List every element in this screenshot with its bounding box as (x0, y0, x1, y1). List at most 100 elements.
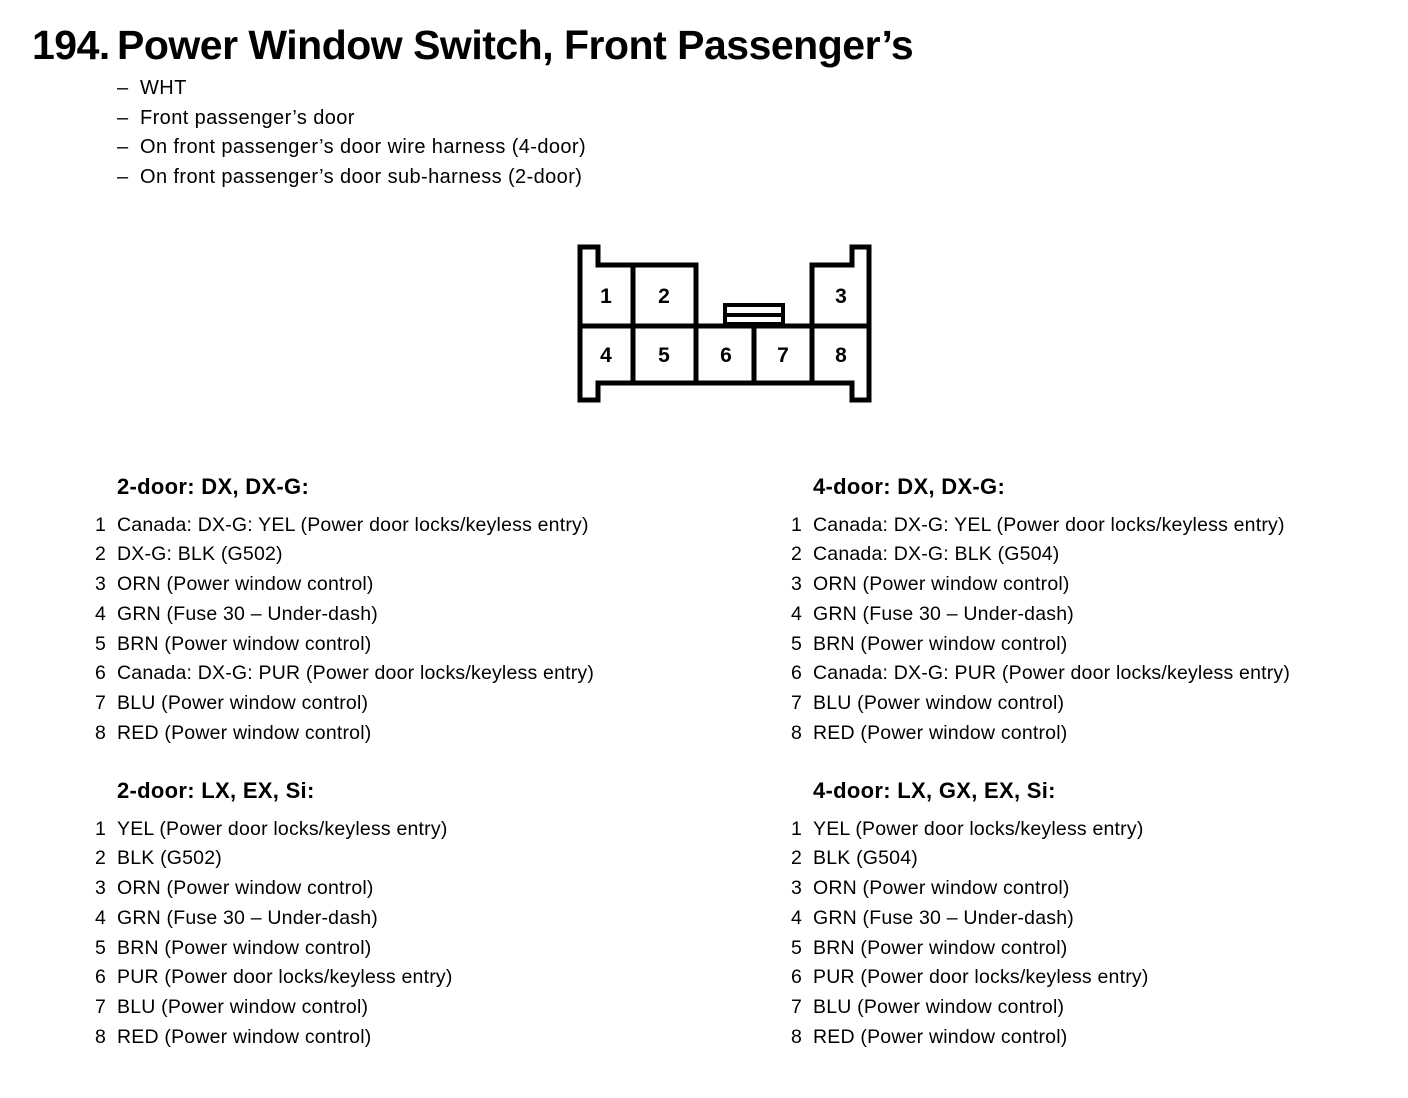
pin-number: 1 (790, 817, 802, 840)
bullet-dash: – (117, 136, 129, 158)
note-line: –On front passenger’s door wire harness … (117, 133, 586, 163)
pin-cell-label: 1 (600, 285, 612, 308)
pin-number: 5 (94, 632, 106, 655)
section-heading: 4-door: DX, DX-G: (813, 474, 1006, 499)
pin-description: DX-G: BLK (G502) (117, 543, 283, 566)
pin-number: 3 (790, 877, 802, 900)
pin-number: 2 (790, 847, 802, 870)
section-heading: 2-door: LX, EX, Si: (117, 778, 315, 803)
pin-cell-label: 7 (777, 344, 789, 367)
pin-row: 7 BLU (Power window control) (90, 993, 720, 1023)
bullet-dash: – (117, 77, 129, 99)
pin-number: 7 (94, 996, 106, 1019)
pin-description: RED (Power window control) (117, 1026, 372, 1049)
pin-row: 6 Canada: DX-G: PUR (Power door locks/key… (786, 659, 1408, 689)
pin-row: 3 ORN (Power window control) (90, 874, 720, 904)
pin-row: 6 Canada: DX-G: PUR (Power door locks/key… (90, 659, 720, 689)
note-text: WHT (140, 77, 187, 99)
pin-list: 1 Canada: DX-G: YEL (Power door locks/key… (786, 511, 1408, 749)
section-heading: 2-door: DX, DX-G: (117, 474, 310, 499)
pin-cell-label: 5 (658, 344, 670, 367)
figure-number: 194. (32, 22, 110, 68)
pin-number: 7 (790, 996, 802, 1019)
pin-description: BRN (Power window control) (813, 632, 1068, 655)
pin-description: BLU (Power window control) (117, 996, 369, 1019)
section-4door-lx: 4-door: LX, GX, EX, Si: 1 YEL (Power door… (786, 778, 1408, 1053)
bullet-dash: – (117, 165, 129, 188)
pin-description: GRN (Fuse 30 – Under-dash) (117, 906, 378, 929)
pin-number: 6 (790, 966, 802, 989)
pin-row: 1 YEL (Power door locks/keyless entry) (90, 815, 720, 845)
pin-row: 5 BRN (Power window control) (786, 934, 1408, 964)
note-line: –Front passenger’s door (117, 104, 586, 134)
pin-number: 8 (790, 722, 802, 745)
pin-number: 8 (94, 1026, 106, 1049)
pin-number: 3 (94, 573, 106, 596)
pin-number: 3 (94, 877, 106, 900)
pin-number: 1 (94, 513, 106, 536)
pin-row: 7 BLU (Power window control) (90, 689, 720, 719)
pin-description: BLU (Power window control) (117, 692, 369, 715)
pin-number: 1 (94, 817, 106, 840)
pin-description: ORN (Power window control) (813, 877, 1070, 900)
pin-description: PUR (Power door locks/keyless entry) (813, 966, 1149, 989)
pin-description: Canada: DX-G: YEL (Power door locks/keyl… (813, 513, 1285, 536)
pin-description: YEL (Power door locks/keyless entry) (117, 817, 448, 840)
pin-row: 2 BLK (G504) (786, 844, 1408, 874)
pin-cell-label: 8 (835, 344, 847, 367)
section-heading: 4-door: LX, GX, EX, Si: (813, 778, 1056, 803)
pin-cell-label: 4 (600, 344, 612, 367)
pin-description: YEL (Power door locks/keyless entry) (813, 817, 1144, 840)
pin-row: 1 YEL (Power door locks/keyless entry) (786, 815, 1408, 845)
pin-row: 4 GRN (Fuse 30 – Under-dash) (90, 904, 720, 934)
pin-number: 7 (94, 692, 106, 715)
pin-description: Canada: DX-G: BLK (G504) (813, 543, 1060, 566)
pin-row: 7 BLU (Power window control) (786, 993, 1408, 1023)
section-2door-lx: 2-door: LX, EX, Si: 1 YEL (Power door loc… (90, 778, 720, 1053)
pin-number: 4 (94, 602, 106, 625)
pin-description: Canada: DX-G: PUR (Power door locks/keyl… (117, 662, 595, 685)
pin-description: GRN (Fuse 30 – Under-dash) (813, 906, 1074, 929)
pin-description: BLU (Power window control) (813, 692, 1065, 715)
pin-description: GRN (Fuse 30 – Under-dash) (813, 602, 1074, 625)
pin-description: BLK (G504) (813, 847, 918, 870)
note-line: –On front passenger’s door sub-harness (… (117, 163, 586, 193)
pin-row: 8 RED (Power window control) (90, 1023, 720, 1053)
pin-description: ORN (Power window control) (117, 573, 374, 596)
note-text: On front passenger’s door wire harness (… (140, 136, 587, 158)
pin-description: BLU (Power window control) (813, 996, 1065, 1019)
pin-description: BRN (Power window control) (813, 936, 1068, 959)
pin-description: ORN (Power window control) (117, 877, 374, 900)
pin-row: 6 PUR (Power door locks/keyless entry) (786, 963, 1408, 993)
page-title: Power Window Switch, Front Passenger’s (117, 22, 914, 68)
pin-number: 6 (790, 662, 802, 685)
pin-row: 1 Canada: DX-G: YEL (Power door locks/key… (786, 511, 1408, 541)
note-text: Front passenger’s door (140, 106, 355, 129)
pin-row: 4 GRN (Fuse 30 – Under-dash) (786, 600, 1408, 630)
connector-latch-icon (723, 303, 785, 326)
pin-number: 6 (94, 966, 106, 989)
pin-number: 4 (790, 602, 802, 625)
pin-number: 4 (94, 906, 106, 929)
pin-description: Canada: DX-G: PUR (Power door locks/keyl… (813, 662, 1291, 685)
pin-number: 1 (790, 513, 802, 536)
pin-number: 5 (94, 936, 106, 959)
pin-row: 3 ORN (Power window control) (90, 570, 720, 600)
pin-number: 8 (94, 722, 106, 745)
note-text: On front passenger’s door sub-harness (2… (140, 165, 583, 188)
pin-number: 6 (94, 662, 106, 685)
pin-description: BRN (Power window control) (117, 632, 372, 655)
pin-number: 5 (790, 936, 802, 959)
pin-description: BRN (Power window control) (117, 936, 372, 959)
connector-outline (577, 244, 872, 403)
